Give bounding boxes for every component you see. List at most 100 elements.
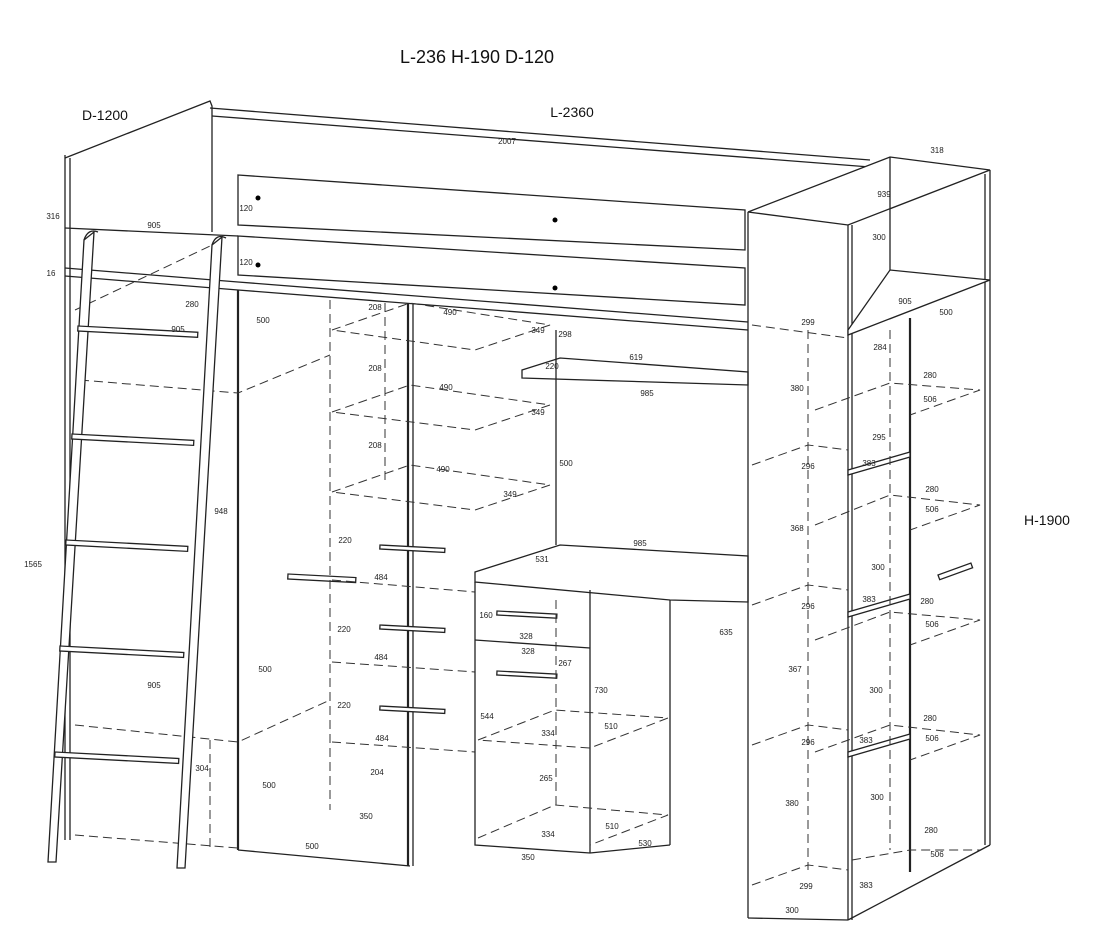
dimension-label: 316 bbox=[46, 212, 60, 221]
dimension-label: 160 bbox=[479, 611, 493, 620]
wardrobe-handle bbox=[287, 573, 357, 584]
height-label: H-1900 bbox=[1024, 512, 1070, 528]
middle-shelf-unit bbox=[331, 302, 551, 753]
length-label: L-2360 bbox=[550, 104, 594, 120]
dimension-label: 280 bbox=[920, 597, 934, 606]
dimension-label: 208 bbox=[368, 441, 382, 450]
bolt-icon bbox=[552, 217, 558, 223]
dimension-label: 2007 bbox=[498, 137, 516, 146]
depth-label: D-1200 bbox=[82, 107, 128, 123]
dimension-label: 484 bbox=[374, 653, 388, 662]
dimension-label: 204 bbox=[370, 768, 384, 777]
dimension-label: 383 bbox=[859, 881, 873, 890]
overall-dimensions-title: L-236 H-190 D-120 bbox=[400, 47, 554, 67]
dimension-label: 380 bbox=[790, 384, 804, 393]
dimension-label: 383 bbox=[859, 736, 873, 745]
dimension-label: 318 bbox=[930, 146, 944, 155]
dimension-label: 349 bbox=[531, 326, 545, 335]
dimension-label: 208 bbox=[368, 364, 382, 373]
dimension-label: 334 bbox=[541, 729, 555, 738]
dimension-label: 635 bbox=[719, 628, 733, 637]
dimension-label: 16 bbox=[47, 269, 56, 278]
dimension-label: 905 bbox=[147, 681, 161, 690]
dimension-label: 490 bbox=[436, 465, 450, 474]
dimension-label: 349 bbox=[531, 408, 545, 417]
dimension-label: 280 bbox=[185, 300, 199, 309]
dimension-label: 220 bbox=[337, 625, 351, 634]
dimension-label: 350 bbox=[359, 812, 373, 821]
dimension-label: 510 bbox=[604, 722, 618, 731]
dimension-label: 905 bbox=[147, 221, 161, 230]
dimension-label: 368 bbox=[790, 524, 804, 533]
dimension-label: 296 bbox=[801, 462, 815, 471]
dimension-label: 500 bbox=[262, 781, 276, 790]
dimension-label: 299 bbox=[801, 318, 815, 327]
dimension-label: 265 bbox=[539, 774, 553, 783]
dimension-label: 367 bbox=[788, 665, 802, 674]
dimension-label: 328 bbox=[519, 632, 533, 641]
dimension-label: 500 bbox=[559, 459, 573, 468]
dimension-label: 506 bbox=[925, 734, 939, 743]
dimension-label: 300 bbox=[870, 793, 884, 802]
dimension-label: 506 bbox=[930, 850, 944, 859]
dimension-labels: 2007 318 939 316 905 120 120 16 300 280 905 500 208 4… bbox=[24, 137, 953, 915]
bolt-icon bbox=[255, 195, 261, 201]
dimension-label: 300 bbox=[869, 686, 883, 695]
dimension-label: 296 bbox=[801, 738, 815, 747]
dimension-label: 500 bbox=[258, 665, 272, 674]
dimension-label: 300 bbox=[785, 906, 799, 915]
dimension-label: 220 bbox=[545, 362, 559, 371]
dimension-label: 506 bbox=[925, 620, 939, 629]
ladder bbox=[47, 230, 227, 869]
right-tower bbox=[747, 156, 991, 921]
wardrobe bbox=[74, 290, 414, 867]
dimension-label: 510 bbox=[605, 822, 619, 831]
dimension-label: 280 bbox=[924, 826, 938, 835]
dimension-label: 490 bbox=[443, 308, 457, 317]
dimension-label: 985 bbox=[633, 539, 647, 548]
dimension-label: 531 bbox=[535, 555, 549, 564]
dimension-label: 383 bbox=[862, 459, 876, 468]
dimension-label: 299 bbox=[799, 882, 813, 891]
dimension-label: 619 bbox=[629, 353, 643, 362]
dimension-label: 328 bbox=[521, 647, 535, 656]
dimension-label: 905 bbox=[171, 325, 185, 334]
dimension-label: 484 bbox=[375, 734, 389, 743]
dimension-label: 948 bbox=[214, 507, 228, 516]
dimension-label: 120 bbox=[239, 258, 253, 267]
dimension-label: 334 bbox=[541, 830, 555, 839]
dimension-label: 506 bbox=[925, 505, 939, 514]
dimension-label: 120 bbox=[239, 204, 253, 213]
dimension-label: 220 bbox=[338, 536, 352, 545]
dimension-label: 280 bbox=[923, 371, 937, 380]
dimension-label: 300 bbox=[871, 563, 885, 572]
dimension-label: 500 bbox=[305, 842, 319, 851]
dimension-label: 484 bbox=[374, 573, 388, 582]
dimension-label: 500 bbox=[256, 316, 270, 325]
dimension-label: 939 bbox=[877, 190, 891, 199]
dimension-label: 208 bbox=[368, 303, 382, 312]
dimension-label: 296 bbox=[801, 602, 815, 611]
dimension-label: 730 bbox=[594, 686, 608, 695]
dimension-label: 1565 bbox=[24, 560, 42, 569]
bolt-icon bbox=[255, 262, 261, 268]
dimension-label: 280 bbox=[925, 485, 939, 494]
dimension-label: 349 bbox=[503, 490, 517, 499]
bed-frame bbox=[64, 100, 871, 840]
dimension-label: 506 bbox=[923, 395, 937, 404]
dimension-label: 985 bbox=[640, 389, 654, 398]
dimension-label: 267 bbox=[558, 659, 572, 668]
dimension-label: 298 bbox=[558, 330, 572, 339]
dimension-label: 500 bbox=[939, 308, 953, 317]
dimension-label: 284 bbox=[873, 343, 887, 352]
dimension-label: 380 bbox=[785, 799, 799, 808]
desk bbox=[474, 330, 749, 854]
dimension-label: 544 bbox=[480, 712, 494, 721]
dimension-label: 905 bbox=[898, 297, 912, 306]
dimension-label: 300 bbox=[872, 233, 886, 242]
dimension-label: 295 bbox=[872, 433, 886, 442]
dimension-label: 530 bbox=[638, 839, 652, 848]
bolt-icon bbox=[552, 285, 558, 291]
dimension-label: 383 bbox=[862, 595, 876, 604]
